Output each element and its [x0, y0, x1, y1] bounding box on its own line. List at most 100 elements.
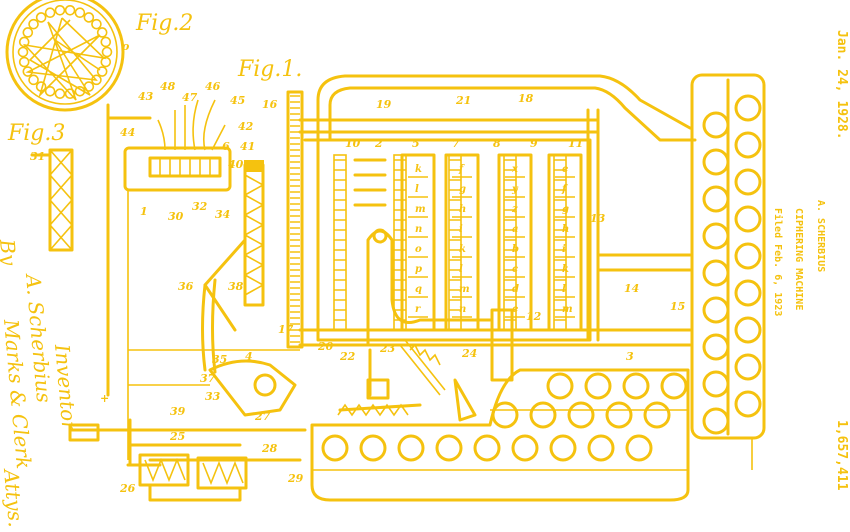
patent-title: CIPHERING MACHINE	[793, 208, 804, 310]
key-lever-mechanism	[337, 339, 477, 422]
lamp	[702, 259, 730, 287]
title-block: CIPHERING MACHINE	[793, 208, 804, 310]
rotor-letter: m	[562, 304, 573, 315]
fig1-label: Fig.1.	[237, 57, 302, 82]
reference-numeral: 30	[168, 210, 184, 223]
reference-numeral: 17	[278, 323, 294, 336]
key[interactable]	[625, 434, 653, 462]
key[interactable]	[643, 401, 671, 429]
wiring	[127, 190, 300, 460]
reference-numeral: 3	[626, 350, 634, 363]
rotor-letter: q	[415, 284, 422, 295]
reference-numeral: 18	[518, 92, 534, 105]
key[interactable]	[491, 401, 519, 429]
battery	[138, 453, 248, 502]
date-text: Jan. 24, 1928.	[834, 30, 849, 140]
reference-numeral: 44	[120, 126, 135, 139]
frame-tubes	[298, 74, 697, 342]
key[interactable]	[435, 434, 463, 462]
reference-numeral: 22	[339, 350, 356, 363]
plus-sign: +	[100, 392, 109, 405]
signature-line: By	[0, 237, 21, 267]
rotor-letter: x	[511, 164, 519, 175]
reference-numeral: 10	[345, 137, 361, 150]
rotor-letter: k	[459, 244, 466, 255]
rotor-letter: l	[562, 284, 566, 295]
reference-numeral: 19	[376, 98, 392, 111]
reference-numeral: 34	[215, 208, 230, 221]
rotor-letter: f	[458, 164, 465, 175]
key[interactable]	[584, 372, 612, 400]
reference-numeral: 33	[205, 390, 221, 403]
reference-numeral: 32	[192, 200, 208, 213]
contact-pin	[74, 7, 86, 19]
reference-numeral: 46	[205, 80, 221, 93]
reference-numeral: 20	[317, 340, 334, 353]
reference-numeral: 1	[140, 205, 148, 218]
key[interactable]	[622, 372, 650, 400]
key[interactable]	[321, 434, 349, 462]
rotor-contact-ring	[333, 154, 347, 331]
patent-number-block: 1,657,411	[834, 420, 849, 491]
inventor-signature: Inventor A. Scherbius By Marks & Clerk A…	[0, 237, 82, 528]
rotor-letter: p	[415, 264, 422, 275]
signature-line: Attys.	[0, 466, 28, 528]
reference-numeral: 15	[670, 300, 685, 313]
contact-pin	[54, 5, 66, 16]
reference-numeral: 2	[374, 137, 383, 150]
rotor-letter: f	[561, 184, 568, 195]
contact-pin	[35, 12, 47, 23]
rotor-letter: k	[562, 264, 569, 275]
keyboard	[310, 368, 690, 502]
key[interactable]	[359, 434, 387, 462]
key[interactable]	[511, 434, 539, 462]
plug-connector-box	[106, 99, 232, 397]
contact-mechanism	[68, 238, 307, 467]
key[interactable]	[549, 434, 577, 462]
rotor-letter: b	[512, 244, 519, 255]
key[interactable]	[473, 434, 501, 462]
key[interactable]	[605, 401, 633, 429]
lamp	[702, 148, 730, 176]
lamp	[734, 316, 762, 344]
contact-pin	[101, 46, 113, 58]
contact-pin	[22, 66, 34, 77]
contact-pin	[18, 36, 30, 48]
key[interactable]	[529, 401, 557, 429]
contact-pin	[44, 85, 56, 97]
reference-numeral: 39	[170, 405, 186, 418]
contact-pin	[54, 88, 66, 99]
rotor-letter: h	[562, 224, 569, 235]
key[interactable]	[660, 372, 688, 400]
contact-pin	[91, 18, 102, 30]
reference-numeral: 12	[526, 310, 542, 323]
reference-numeral: 6	[222, 140, 230, 153]
key[interactable]	[546, 372, 574, 400]
contact-pin	[44, 7, 56, 19]
lamp	[734, 168, 762, 196]
reference-numeral: 45	[230, 94, 245, 107]
spring-column	[243, 160, 265, 307]
lamp	[702, 185, 730, 213]
rotor-letter: r	[415, 304, 421, 315]
key[interactable]	[587, 434, 615, 462]
lamp	[734, 131, 762, 159]
reference-numeral: 5	[412, 137, 420, 150]
rotor-letter: d	[512, 284, 519, 295]
key[interactable]	[567, 401, 595, 429]
rotor-letter: l	[415, 184, 419, 195]
inventor-block: A. SCHERBIUS	[815, 200, 826, 272]
rotor-letter: m	[459, 284, 470, 295]
rotor-letter: e	[562, 164, 568, 175]
rotor-letter: i	[562, 244, 566, 255]
fig2-label: Fig.2	[135, 11, 193, 36]
key[interactable]	[397, 434, 425, 462]
reference-numeral: 47	[182, 91, 198, 104]
reference-numeral: 21	[455, 94, 471, 107]
reference-numeral: 38	[228, 280, 244, 293]
contact-pin	[96, 27, 108, 38]
stepping-comb-bar	[286, 90, 304, 349]
rotor-letter: m	[415, 204, 426, 215]
rotor-letter: n	[415, 224, 422, 235]
